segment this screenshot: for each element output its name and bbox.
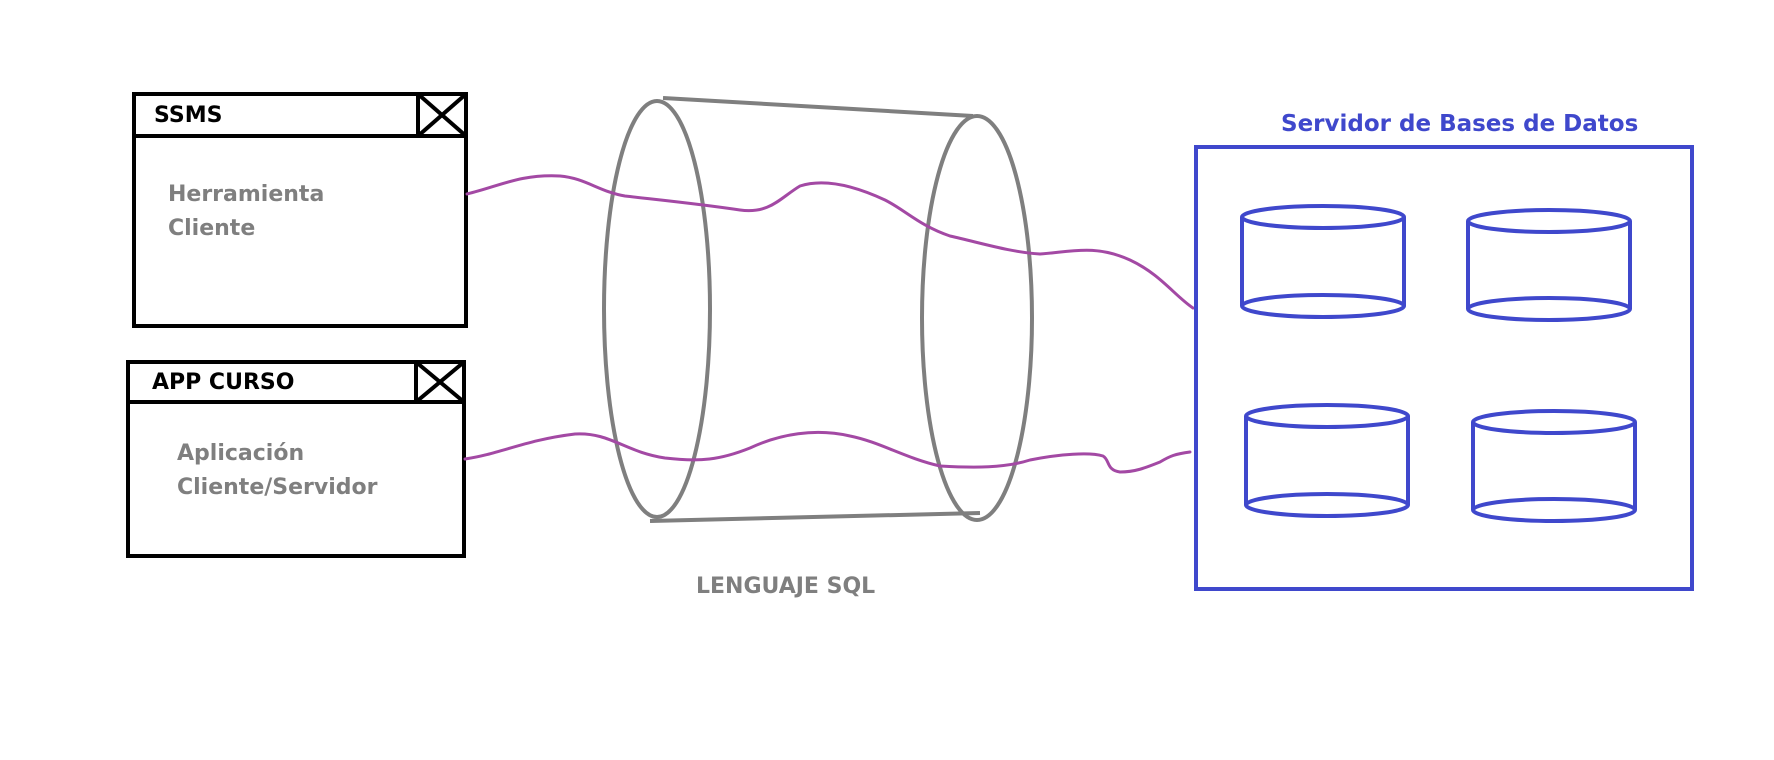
connections — [463, 174, 1195, 474]
ssms-window-frame — [132, 92, 468, 328]
ssms-window — [132, 92, 468, 328]
close-icon — [416, 92, 468, 138]
app-curso-window-line-2: Cliente/Servidor — [177, 475, 378, 500]
pipe-top-edge — [662, 96, 974, 118]
app-curso-window-title: APP CURSO — [152, 370, 295, 395]
connection-line-app-curso — [463, 430, 1192, 474]
sql-pipe — [602, 96, 1034, 523]
database-server-frame — [1194, 145, 1694, 591]
pipe-left-end — [602, 99, 712, 519]
ssms-window-line-2: Cliente — [168, 216, 256, 241]
database-server — [1194, 145, 1694, 591]
ssms-window-title: SSMS — [154, 103, 223, 128]
connection-line-ssms — [465, 174, 1195, 310]
pipe-bottom-edge — [649, 511, 981, 523]
database-cylinder-icon — [1240, 204, 1406, 319]
server-title: Servidor de Bases de Datos — [1281, 111, 1639, 137]
close-icon — [414, 360, 466, 404]
database-cylinder-icon — [1471, 409, 1637, 523]
app-curso-window-line-1: Aplicación — [177, 441, 305, 466]
pipe-caption: LENGUAJE SQL — [696, 574, 876, 599]
database-cylinder-icon — [1466, 208, 1632, 322]
pipe-right-end — [920, 114, 1034, 522]
ssms-window-line-1: Herramienta — [168, 182, 325, 207]
database-cylinder-icon — [1244, 403, 1410, 518]
